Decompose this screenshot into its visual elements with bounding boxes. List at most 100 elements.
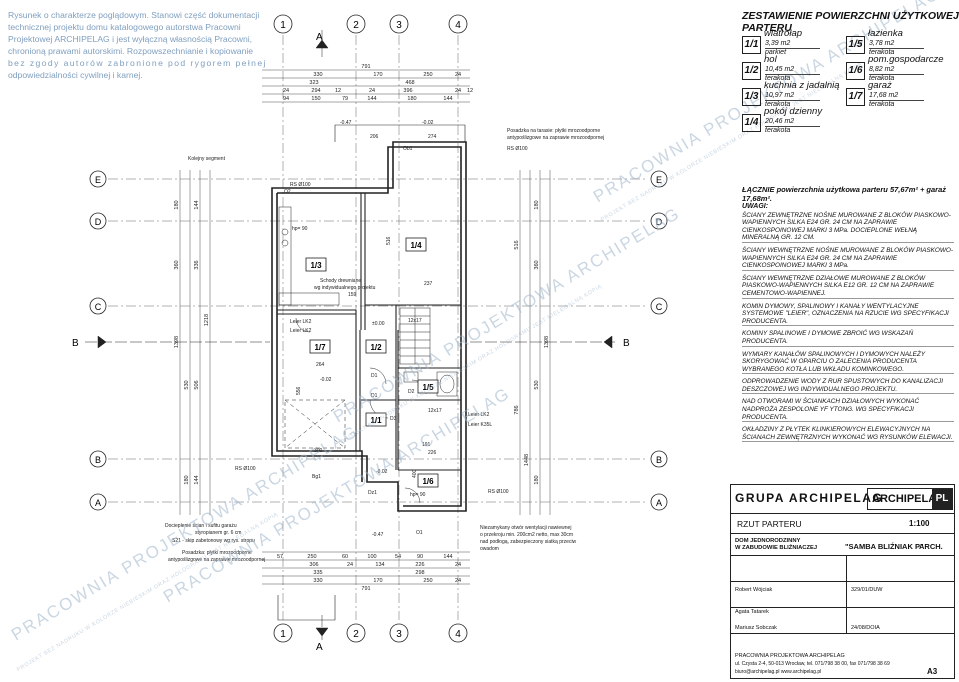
room-summary-panel: ZESTAWIENIE POWIERZCHNI UŻYTKOWEJ PARTER… [730,0,959,682]
dim-text: 90 [417,554,423,560]
label-posadzka-taras: Posadzka na tarasie: płytki mrozoodporne [507,128,600,134]
axis-label: B [95,455,101,465]
label-schody: wg indywidualnego projektu [314,285,376,291]
level-mark: -0.47 [372,532,384,538]
branch: ARCH. [919,542,943,551]
room-area: 3,39 m2 [765,40,820,49]
axis-bubbles-bottom: 1 2 3 4 [273,623,468,643]
room-floor: terakota [765,75,791,82]
label-rs100: RS Ø100 [235,466,256,472]
room-name: łazienka [868,28,903,39]
dim-text: 556 [296,386,302,395]
dim-text: 57 [277,554,283,560]
room-area: 10,45 m2 [765,66,820,75]
room-number: 1/3 [742,88,761,106]
stairs [399,307,431,365]
window-tag: O2 [284,189,291,195]
room-tag-1-5: 1/5 [422,383,434,392]
dim-text: 60 [342,554,348,560]
dim-text: 300 [314,448,323,454]
dim-text: 400 [412,469,418,478]
dim-text: 1218 [204,314,210,326]
room-number: 1/5 [846,36,865,54]
label-wentylacja: owadom [480,546,499,552]
section-label: A [316,32,323,43]
room-tags: 1/3 1/4 1/2 1/7 1/5 1/1 1/6 [305,237,439,488]
interior-walls [277,193,461,471]
brand-pl: PL [932,489,952,509]
door-tag: D3 [390,416,397,422]
company-address: ul. Czysta 2-4, 50-013 Wrocław, tel. 071… [735,661,890,667]
stair-dim: 12x17 [408,318,422,324]
dim-text: 226 [428,450,437,456]
room-tag-1-1: 1/1 [370,416,382,425]
bottom-dimensions: 57 250 60 100 54 90 144 306 24 134 226 2… [277,554,461,592]
dim-text: 94 [283,96,289,102]
building-type: W ZABUDOWIE BLIŹNIACZEJ [735,545,818,551]
building-type: DOM JEDNORODZINNY [735,538,801,544]
brand-logo: ARCHIPELAG PL [867,488,953,510]
disclaimer-line: Projektowej ARCHIPELAG i jest wyłączną w… [8,34,253,44]
room-floor: terakota [869,49,895,56]
room-number: 1/6 [846,62,865,80]
logo-row: GRUPA ARCHIPELAG ARCHIPELAG PL [731,485,954,513]
dim-text: 134 [375,562,384,568]
room-number: 1/7 [846,88,865,106]
dim-text: 24 [455,578,461,584]
axis-label: 1 [280,629,286,640]
label-docieplenie: Docieplenie ścian i sufitu garażu [165,523,237,529]
axis-label: 3 [396,20,402,31]
room-floor: terakota [869,75,895,82]
label-posadzka-taras: antypoślizgowe na zaprawie mrozoodpornej [507,135,604,141]
section-label: B [72,338,79,349]
axis-label: E [95,175,101,185]
dim-text: 191 [422,442,431,448]
dim-text: 530 [534,380,540,389]
axis-label: B [656,455,662,465]
project-name: "SAMBA BLIŹNIAK P" [845,542,924,551]
total-area: ŁĄCZNIE powierzchnia użytkowa parteru 57… [742,185,947,203]
axis-label: C [95,302,102,312]
room-floor: parkiet [765,49,787,56]
label-rs100: RS Ø100 [488,489,509,495]
copyright-disclaimer: Rysunek o charakterze poglądowym. Stanow… [8,9,270,81]
garage-crossing [284,399,346,449]
dim-text: 250 [423,578,432,584]
side-dimensions: 180 360 1398 530 180 144 336 1218 506 14… [174,200,550,484]
note-item: ŚCIANY WEWNĘTRZNE NOŚNE MUROWANE Z BLOKÓ… [742,246,954,271]
person-id: 329/01/DUW [851,587,883,593]
dim-text: 180 [174,200,180,209]
label-hp: hp= 90 [292,226,308,232]
dim-text: 264 [316,362,325,368]
dim-text: 360 [534,260,540,269]
door-tag: D2 [408,389,415,395]
window-tag: Ob1 [403,146,413,152]
dim-text: 786 [514,405,520,414]
label-posadzka-garaz: antypoślizgowe na zaprawie mrozoodpornej [168,557,265,563]
person-id: 24/08/DOIA [851,625,880,631]
room-entry: 1/6 pom.gospodarcze 8,82 m2 terakota [846,54,956,88]
label-wentylacja: Niezamykany otwór wentylacji nawiewnej [480,525,571,531]
dim-text: 506 [194,380,200,389]
axis-label: 4 [455,629,461,640]
label-leier: Leier LK2 [468,412,490,418]
dim-text: 24 [455,88,461,94]
dim-text: 1398 [174,336,180,348]
company-contact: biuro@archipelag.pl www.archipelag.pl [735,669,822,675]
dim-text: 468 [405,80,414,86]
dim-text: 24 [369,88,375,94]
dim-text: 170 [373,578,382,584]
section-line-b [85,335,615,349]
note-item: ŚCIANY ZEWNĘTRZNE NOŚNE MUROWANE Z BLOKÓ… [742,212,954,243]
room-floor: terakota [869,101,895,108]
label-posadzka-garaz: Posadzka: płytki mrozoodporne [182,550,252,556]
dim-text: 294 [311,88,320,94]
room-floor: terakota [765,101,791,108]
disclaimer-line: bez zgody autorów zabronione pod rygorem… [8,58,267,68]
label-rs100: RS Ø100 [290,182,311,188]
dim-text: 12 [467,88,473,94]
label-schody: Schody drewniane [320,278,361,284]
label-s21: S21 - skip zabetonowy wg rys. stropu [172,538,255,544]
dim-text: 100 [367,554,376,560]
label-leier: Leier LK2 [290,319,312,325]
